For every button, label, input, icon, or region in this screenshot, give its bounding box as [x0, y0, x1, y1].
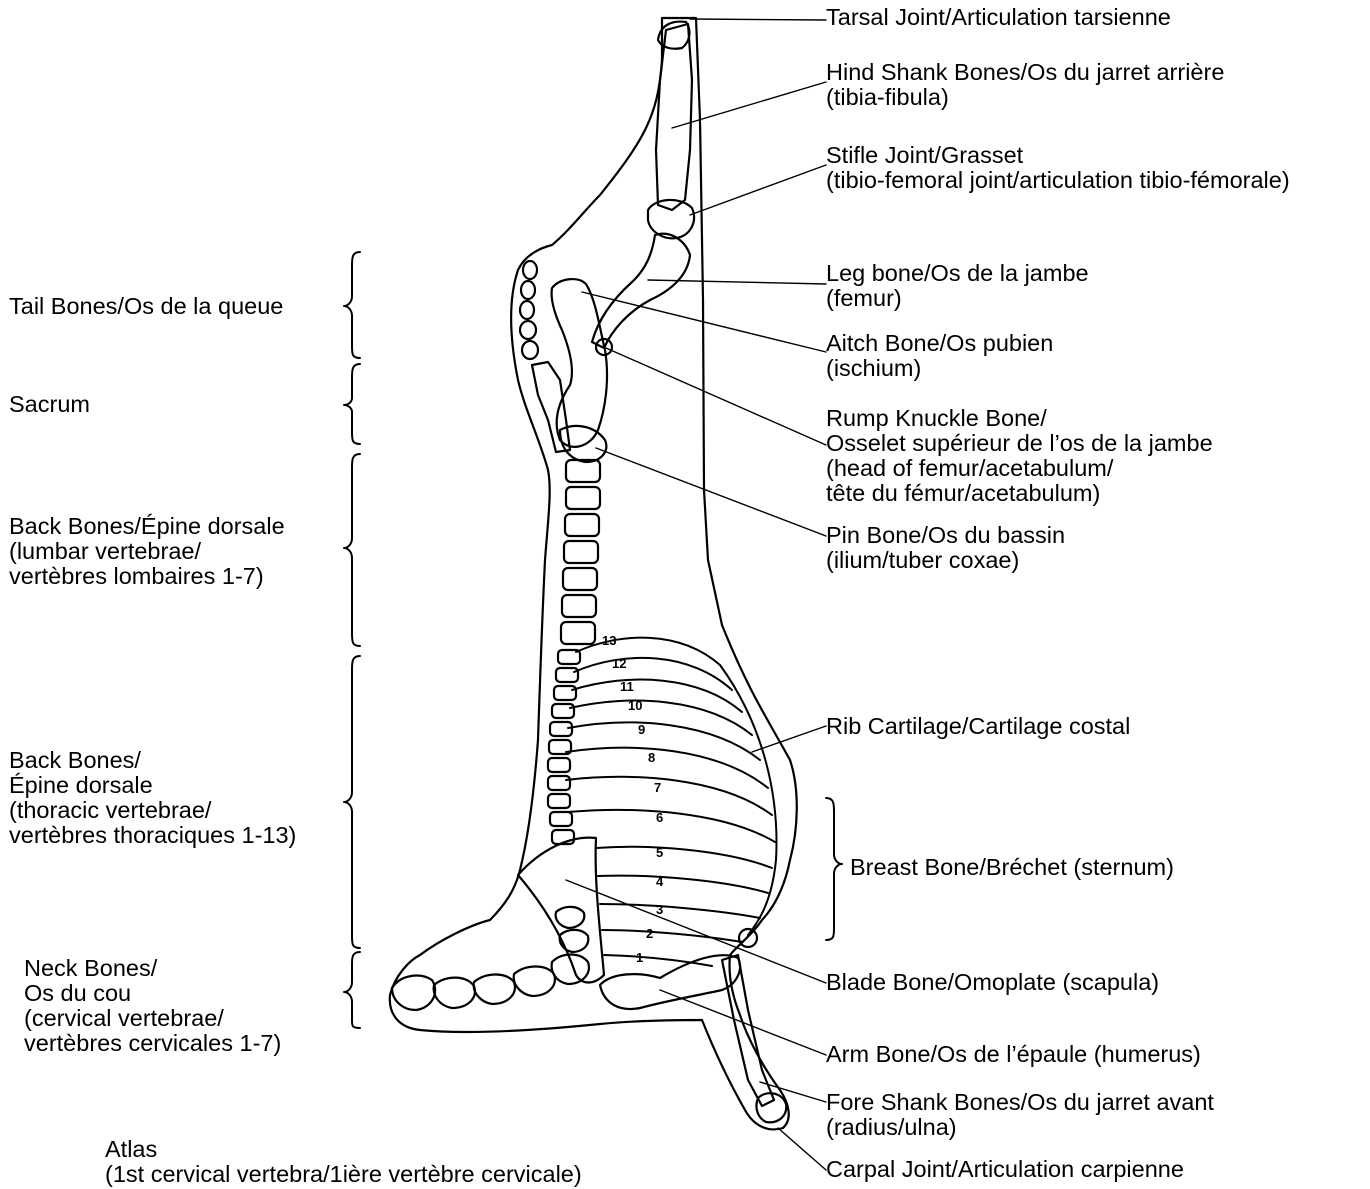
label-fore-shank-bones: Fore Shank Bones/Os du jarret avant (rad… [826, 1090, 1214, 1140]
rib-number-8: 8 [648, 750, 655, 765]
lumbar-vertebrae [561, 460, 600, 644]
rib-8 [566, 748, 768, 788]
rib-3 [600, 904, 760, 918]
label-rump-knuckle-bone: Rump Knuckle Bone/ Osselet supérieur de … [826, 406, 1213, 506]
label-carpal-joint: Carpal Joint/Articulation carpienne [826, 1157, 1184, 1182]
label-pin-bone: Pin Bone/Os du bassin (ilium/tuber coxae… [826, 523, 1065, 573]
leader-carpal [778, 1128, 826, 1170]
left-brackets [344, 252, 360, 1028]
rib-12 [574, 658, 732, 690]
bracket-neck [344, 952, 360, 1028]
humerus-bone [600, 955, 740, 1009]
rib-number-9: 9 [638, 722, 645, 737]
bracket-tail [344, 252, 360, 358]
rib-number-11: 11 [620, 679, 634, 694]
leader-tarsal [690, 19, 826, 20]
label-atlas: Atlas (1st cervical vertebra/1ière vertè… [105, 1137, 582, 1187]
label-tarsal-joint: Tarsal Joint/Articulation tarsienne [826, 5, 1171, 30]
thoracic-vertebrae [548, 650, 580, 844]
rib-number-2: 2 [646, 926, 653, 941]
label-blade-bone: Blade Bone/Omoplate (scapula) [826, 970, 1159, 995]
rib-number-1: 1 [636, 950, 643, 965]
rib-number-4: 4 [656, 874, 664, 889]
label-rib-cartilage: Rib Cartilage/Cartilage costal [826, 714, 1130, 739]
rib-9 [568, 722, 760, 760]
rib-13 [576, 638, 720, 665]
rib-number-7: 7 [654, 780, 661, 795]
rib-cage [566, 638, 777, 966]
leader-blade-bone [566, 880, 826, 983]
leader-stifle [690, 165, 826, 215]
label-hind-shank-bones: Hind Shank Bones/Os du jarret arrière (t… [826, 60, 1224, 110]
label-aitch-bone: Aitch Bone/Os pubien (ischium) [826, 331, 1053, 381]
rib-number-3: 3 [656, 902, 663, 917]
leader-rib-cartilage [752, 726, 826, 752]
rib-number-10: 10 [628, 698, 642, 713]
rib-number-12: 12 [612, 656, 626, 671]
rib-4 [598, 876, 768, 893]
label-sacrum: Sacrum [9, 392, 90, 417]
tail-vertebrae [520, 261, 538, 359]
cervical-vertebrae [392, 907, 589, 1010]
stifle-joint-bone [648, 200, 694, 238]
rib-5 [596, 847, 772, 868]
label-arm-bone: Arm Bone/Os de l’épaule (humerus) [826, 1042, 1201, 1067]
bracket-lumbar [344, 454, 360, 646]
pelvis-bone [552, 279, 607, 447]
rib-6 [568, 810, 775, 842]
label-neck-bones: Neck Bones/ Os du cou (cervical vertebra… [24, 956, 281, 1056]
rib-number-13: 13 [602, 633, 616, 648]
femur-bone [592, 234, 690, 348]
leader-arm-bone [660, 990, 826, 1055]
rib-11 [572, 680, 742, 712]
label-stifle-joint: Stifle Joint/Grasset (tibio-femoral join… [826, 143, 1290, 193]
rib-number-6: 6 [656, 810, 663, 825]
leader-hind-shank [672, 82, 826, 128]
rib-10 [570, 701, 752, 735]
rib-number-5: 5 [656, 845, 663, 860]
bracket-breast-bone [826, 798, 842, 940]
bracket-sacrum [344, 364, 360, 444]
carpal-joint-bone [756, 1093, 786, 1122]
carcass-outline [390, 18, 797, 1129]
label-tail-bones: Tail Bones/Os de la queue [9, 294, 283, 319]
leader-pin-bone [596, 448, 826, 536]
label-lumbar-back-bones: Back Bones/Épine dorsale (lumbar vertebr… [9, 514, 285, 589]
bracket-thoracic [344, 656, 360, 948]
label-leg-bone: Leg bone/Os de la jambe (femur) [826, 261, 1089, 311]
label-breast-bone: Breast Bone/Bréchet (sternum) [850, 855, 1174, 880]
scapula-bone [518, 838, 604, 983]
rib-2 [602, 930, 742, 942]
label-thoracic-back-bones: Back Bones/ Épine dorsale (thoracic vert… [9, 748, 296, 848]
leader-rump-knuckle [606, 348, 826, 445]
